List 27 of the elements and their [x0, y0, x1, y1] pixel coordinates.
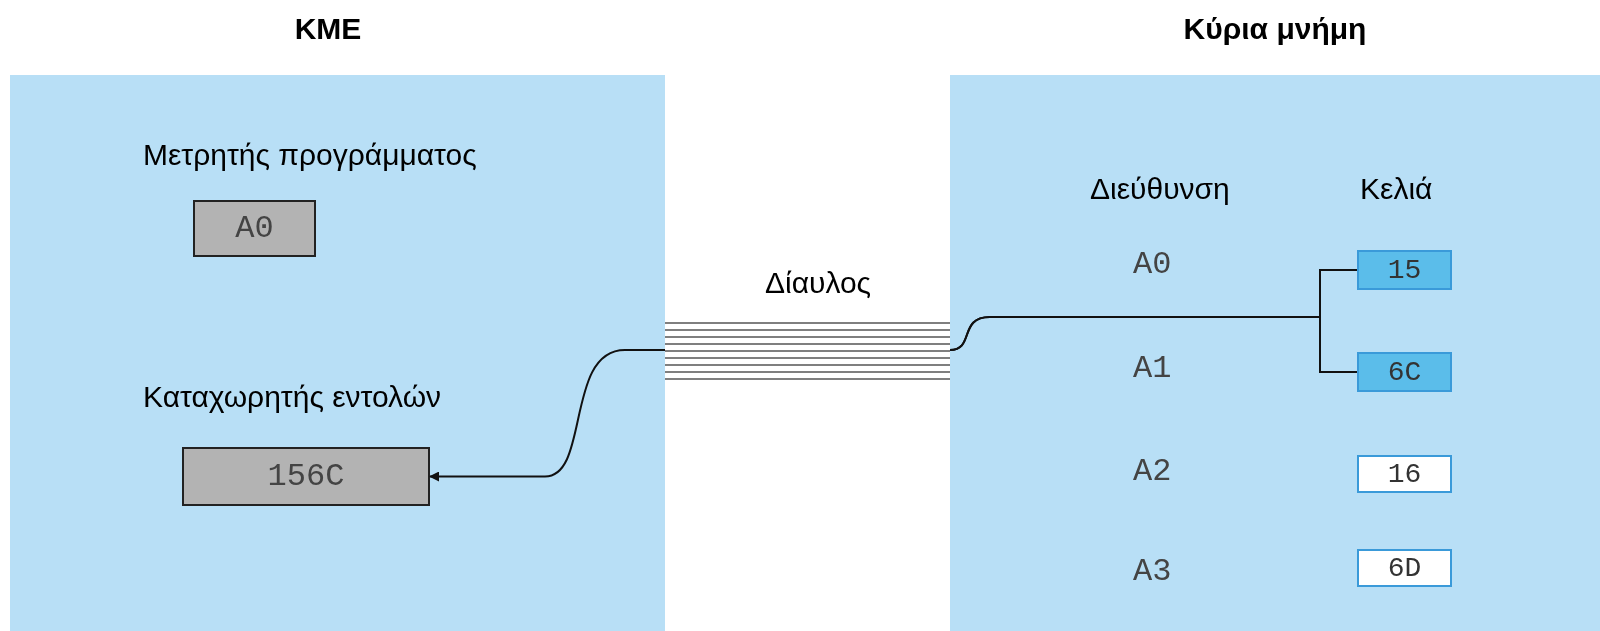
- address-value: A3: [1133, 553, 1172, 590]
- register-value: 156C: [267, 458, 345, 495]
- register-label: Καταχωρητής εντολών: [143, 380, 442, 414]
- cell-value: 16: [1387, 458, 1422, 490]
- address-value: A1: [1133, 350, 1172, 387]
- register-box: [193, 200, 316, 257]
- memory-panel: [950, 75, 1600, 631]
- register-value: A0: [235, 210, 274, 247]
- cell-value: 6C: [1387, 356, 1422, 388]
- cell-value: 15: [1387, 254, 1422, 286]
- panel-title: ΚΜΕ: [294, 12, 362, 46]
- address-value: A0: [1133, 246, 1172, 283]
- cell-value: 6D: [1387, 552, 1422, 584]
- memory-cell: [1357, 352, 1452, 392]
- memory-cell: [1357, 549, 1452, 587]
- bus-label: Δίαυλος: [764, 266, 872, 300]
- address-value: A2: [1133, 453, 1172, 490]
- connector-arrow: [429, 349, 666, 482]
- bus-lines: [665, 322, 950, 380]
- memory-cell: [1357, 455, 1452, 493]
- register-box: [182, 447, 430, 506]
- memory-cell: [1357, 250, 1452, 290]
- column-header: Διεύθυνση: [1090, 172, 1230, 206]
- register-label: Μετρητής προγράμματος: [143, 138, 477, 172]
- panel-title: Κύρια μνήμη: [1183, 12, 1367, 46]
- column-header: Κελιά: [1360, 172, 1433, 206]
- cpu-panel: [10, 75, 665, 631]
